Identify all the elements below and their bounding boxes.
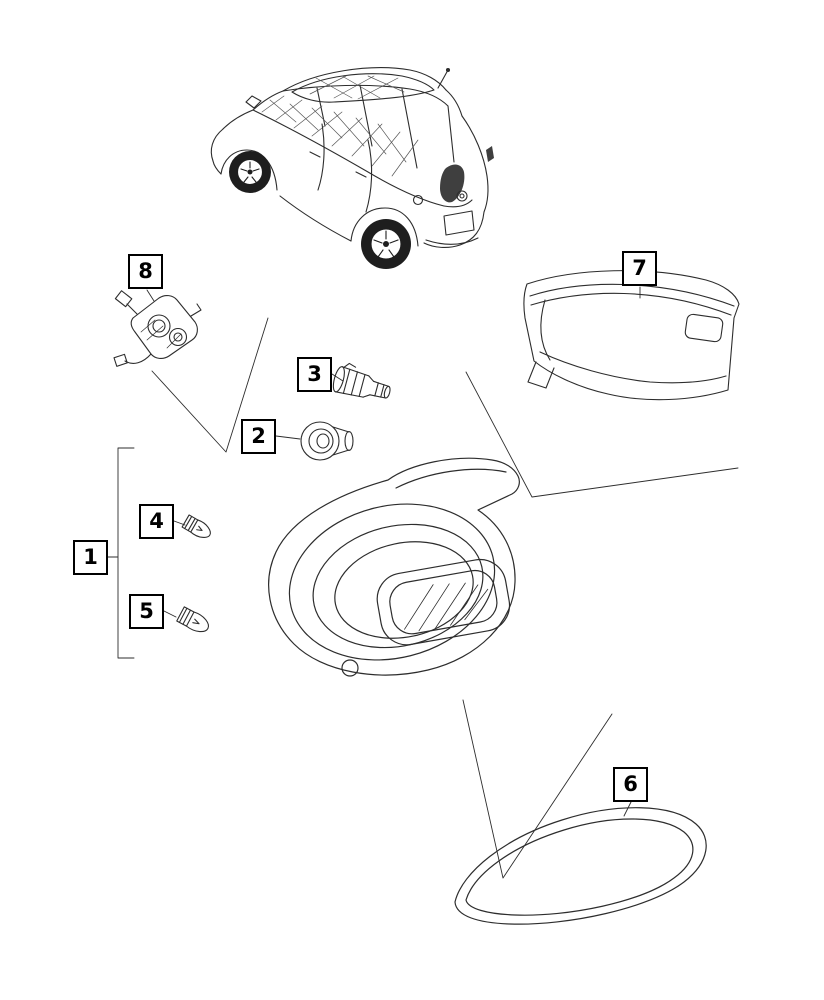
leader-4 bbox=[173, 520, 186, 526]
callout-2-label: 2 bbox=[251, 424, 266, 448]
car-illustration bbox=[210, 67, 494, 269]
leader-8 bbox=[146, 289, 155, 302]
leader-3 bbox=[331, 373, 344, 382]
callout-2[interactable]: 2 bbox=[241, 419, 276, 454]
callout-1-label: 1 bbox=[83, 545, 98, 569]
fuel-cap bbox=[412, 194, 424, 206]
leader-lines bbox=[107, 286, 739, 879]
lamp-lens bbox=[376, 558, 511, 646]
part-lamp-socket-housing[interactable] bbox=[113, 290, 202, 367]
part-lamp-gasket[interactable] bbox=[454, 807, 707, 925]
callout-5-label: 5 bbox=[139, 599, 154, 623]
leader-6 bbox=[623, 801, 632, 817]
part-bulb-lower[interactable] bbox=[176, 606, 212, 635]
callout-1[interactable]: 1 bbox=[73, 540, 108, 575]
rear-wheel bbox=[361, 219, 411, 269]
part-socket-grommet[interactable] bbox=[300, 421, 354, 461]
callout-6-label: 6 bbox=[623, 772, 638, 796]
window-hatching bbox=[261, 95, 419, 177]
antenna bbox=[437, 69, 449, 89]
roof-hatching bbox=[309, 75, 405, 100]
callout-3-label: 3 bbox=[307, 362, 322, 386]
part-bulb-socket[interactable] bbox=[331, 361, 394, 406]
callout-8[interactable]: 8 bbox=[128, 254, 163, 289]
callout-5[interactable]: 5 bbox=[129, 594, 164, 629]
part-tail-lamp-assembly[interactable] bbox=[268, 457, 520, 681]
callout-3[interactable]: 3 bbox=[297, 357, 332, 392]
callout-7-label: 7 bbox=[632, 256, 647, 280]
callout-8-label: 8 bbox=[138, 259, 153, 283]
callout-1-bracket bbox=[107, 447, 135, 659]
callout-7[interactable]: 7 bbox=[622, 251, 657, 286]
front-wheel bbox=[229, 151, 271, 193]
mirror bbox=[245, 95, 262, 109]
part-bulb-upper[interactable] bbox=[181, 514, 214, 542]
callout-4[interactable]: 4 bbox=[139, 504, 174, 539]
license-plate bbox=[443, 210, 475, 236]
leader-2 bbox=[275, 435, 301, 440]
badge bbox=[456, 190, 468, 202]
callout-4-label: 4 bbox=[149, 509, 164, 533]
leader-5 bbox=[163, 610, 177, 618]
part-quarter-trim-panel[interactable] bbox=[523, 270, 740, 401]
callout-6[interactable]: 6 bbox=[613, 767, 648, 802]
